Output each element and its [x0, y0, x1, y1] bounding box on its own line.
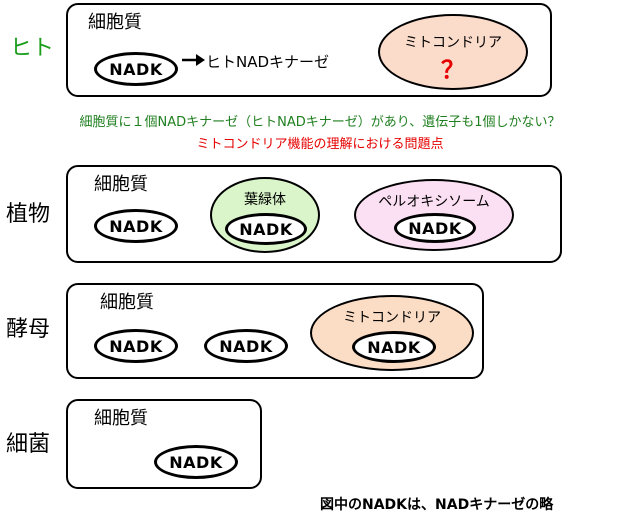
row-label-bacteria: 細菌 — [6, 432, 51, 457]
human-nadk-name: ヒトNADキナーゼ — [206, 53, 330, 71]
human-cytoplasm-label: 細胞質 — [88, 12, 142, 33]
yeast-nadk-1: NADK — [94, 329, 178, 363]
yeast-cytoplasm-label: 細胞質 — [100, 292, 154, 313]
yeast-mitochondria-label: ミトコンドリア — [343, 310, 441, 326]
chloroplast-label: 葉緑体 — [244, 192, 286, 208]
note-line-2: ミトコンドリア機能の理解における問題点 — [196, 137, 444, 152]
chloroplast-nadk: NADK — [225, 213, 307, 245]
yeast-nadk-2: NADK — [204, 329, 288, 363]
note-line-1: 細胞質に１個NADキナーゼ（ヒトNADキナーゼ）があり、遺伝子も1個しかない？ — [79, 115, 561, 130]
unknown-question-mark: ？ — [441, 56, 465, 84]
human-arrow-icon — [180, 52, 206, 68]
yeast-mitochondria: ミトコンドリア NADK — [310, 295, 474, 371]
bacteria-cytoplasm-panel: 細胞質 NADK — [66, 399, 262, 489]
footnote: 図中のNADKは、NADキナーゼの略 — [320, 497, 554, 513]
peroxisome: ペルオキシソーム NADK — [354, 179, 514, 251]
plant-cytoplasm-panel: 細胞質 NADK 葉緑体 NADK ペルオキシソーム NADK — [66, 165, 562, 263]
peroxisome-label: ペルオキシソーム — [378, 194, 490, 210]
human-mitochondria-label: ミトコンドリア — [404, 35, 502, 51]
row-label-plant: 植物 — [6, 202, 51, 227]
human-mitochondria: ミトコンドリア ？ — [378, 14, 528, 90]
human-cytoplasm-panel: 細胞質 NADK ヒトNADキナーゼ ミトコンドリア ？ — [66, 3, 552, 97]
human-nadk: NADK — [94, 52, 178, 86]
chloroplast: 葉緑体 NADK — [210, 177, 320, 253]
peroxisome-nadk: NADK — [394, 213, 476, 243]
yeast-mitochondria-nadk: NADK — [352, 331, 436, 363]
bacteria-nadk: NADK — [154, 445, 238, 479]
plant-cytoplasm-label: 細胞質 — [94, 174, 148, 195]
yeast-cytoplasm-panel: 細胞質 NADK NADK ミトコンドリア NADK — [66, 283, 484, 379]
row-label-human: ヒト — [10, 36, 55, 61]
row-label-yeast: 酵母 — [6, 317, 51, 342]
bacteria-cytoplasm-label: 細胞質 — [94, 408, 148, 429]
plant-nadk: NADK — [94, 209, 178, 243]
